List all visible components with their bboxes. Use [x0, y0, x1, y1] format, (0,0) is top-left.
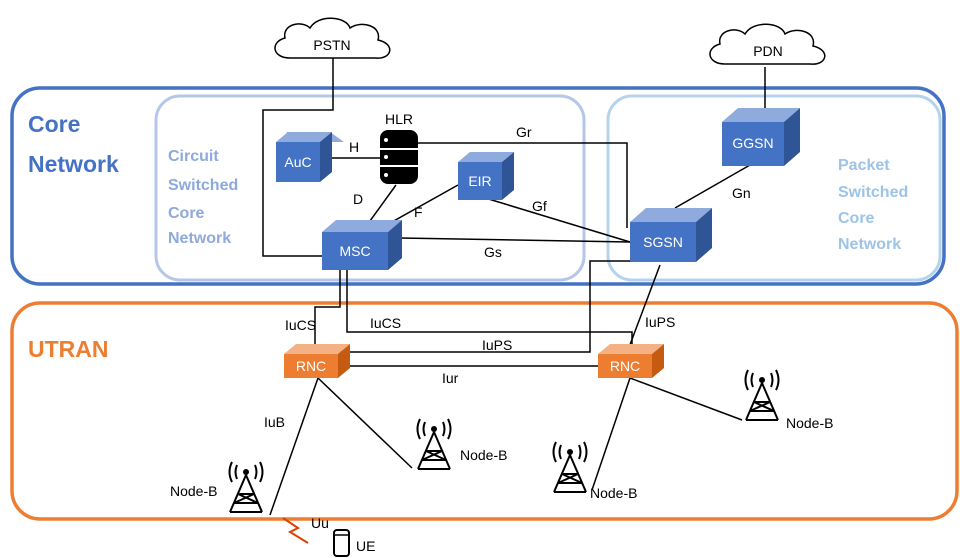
- hlr-sgsn-gr-link: [415, 142, 628, 228]
- msc-sgsn-gs-link: [399, 237, 631, 243]
- core-network-title-line2: Network: [28, 151, 119, 177]
- tower-icon: [228, 461, 264, 513]
- rnc-left-nodeb-center-link: [317, 377, 413, 469]
- msc-rnc-left-iucs-link: [314, 270, 341, 348]
- tower-icon: [416, 418, 452, 470]
- core-network-title-line1: Core: [28, 111, 80, 137]
- utran-title: UTRAN: [28, 336, 109, 362]
- auc-label: AuC: [284, 154, 311, 170]
- ggsn-label: GGSN: [732, 135, 773, 151]
- tower-icon: [744, 369, 780, 421]
- msc-label: MSC: [339, 243, 370, 259]
- iface-d-label: D: [353, 191, 363, 207]
- packet-title-line1: Packet: [838, 157, 890, 174]
- circuit-title-line4: Network: [168, 230, 231, 247]
- utran-region: [10, 301, 959, 521]
- packet-title-line2: Switched: [838, 184, 908, 201]
- iface-iur-label: Iur: [442, 370, 459, 386]
- sgsn-rnc-left-iups-link: [340, 260, 645, 353]
- pstn-msc-link: [262, 58, 334, 257]
- iface-uu-label: Uu: [311, 515, 329, 531]
- pdn-label: PDN: [753, 43, 783, 59]
- circuit-title-line1: Circuit: [168, 148, 219, 165]
- auc-node: AuC: [276, 132, 344, 182]
- uu-radio-link: [282, 517, 309, 544]
- ue-label: UE: [356, 538, 375, 554]
- tower-icon: [552, 441, 588, 493]
- rnc-left-node: RNC: [284, 344, 350, 378]
- rnc-right-nodeb-link: [591, 377, 631, 491]
- iface-gr-label: Gr: [516, 124, 532, 140]
- iface-iucs-right-label: IuCS: [370, 315, 401, 331]
- pdn-cloud: PDN: [709, 23, 826, 65]
- packet-title-line3: Core: [838, 210, 875, 227]
- eir-sgsn-gf-link: [481, 196, 631, 243]
- circuit-title-line2: Switched: [168, 177, 238, 194]
- hlr-label: HLR: [385, 111, 413, 127]
- msc-node: MSC: [322, 220, 402, 270]
- sgsn-node: SGSN: [630, 208, 712, 262]
- iface-iups-center-label: IuPS: [482, 337, 512, 353]
- rnc-right-label: RNC: [610, 358, 640, 374]
- nodeb-center-label: Node-B: [460, 447, 507, 463]
- nodeb-far-right-label: Node-B: [786, 415, 833, 431]
- packet-switched-region: [606, 94, 942, 282]
- nodeb-bottom-right-label: Node-B: [590, 485, 637, 501]
- eir-node: EIR: [458, 152, 514, 200]
- eir-label: EIR: [468, 173, 491, 189]
- rnc-left-label: RNC: [296, 358, 326, 374]
- phone-icon: [333, 529, 350, 557]
- iface-iups-right-label: IuPS: [645, 314, 675, 330]
- rnc-right-node: RNC: [598, 344, 664, 378]
- iface-iub-label: IuB: [264, 414, 285, 430]
- iface-gf-label: Gf: [532, 198, 547, 214]
- pstn-cloud: PSTN: [274, 17, 391, 59]
- rnc-left-nodeb-link: [269, 377, 319, 516]
- ggsn-sgsn-gn-link: [674, 164, 751, 209]
- sgsn-rnc-right-iups-link: [627, 264, 661, 351]
- circuit-title-line3: Core: [168, 205, 205, 222]
- ggsn-node: GGSN: [722, 108, 800, 166]
- hlr-database-icon: [380, 130, 418, 184]
- iface-f-label: F: [414, 204, 423, 220]
- sgsn-label: SGSN: [643, 234, 683, 250]
- circuit-switched-region: [154, 94, 586, 282]
- rnc-right-nodeb-far-link: [629, 377, 743, 421]
- pstn-label: PSTN: [313, 37, 350, 53]
- iface-gn-label: Gn: [732, 185, 751, 201]
- iface-iucs-left-label: IuCS: [285, 317, 316, 333]
- iface-h-label: H: [349, 139, 359, 155]
- core-network-region: [10, 86, 946, 286]
- nodeb-bottom-left-label: Node-B: [170, 483, 217, 499]
- iface-gs-label: Gs: [484, 244, 502, 260]
- packet-title-line4: Network: [838, 236, 901, 253]
